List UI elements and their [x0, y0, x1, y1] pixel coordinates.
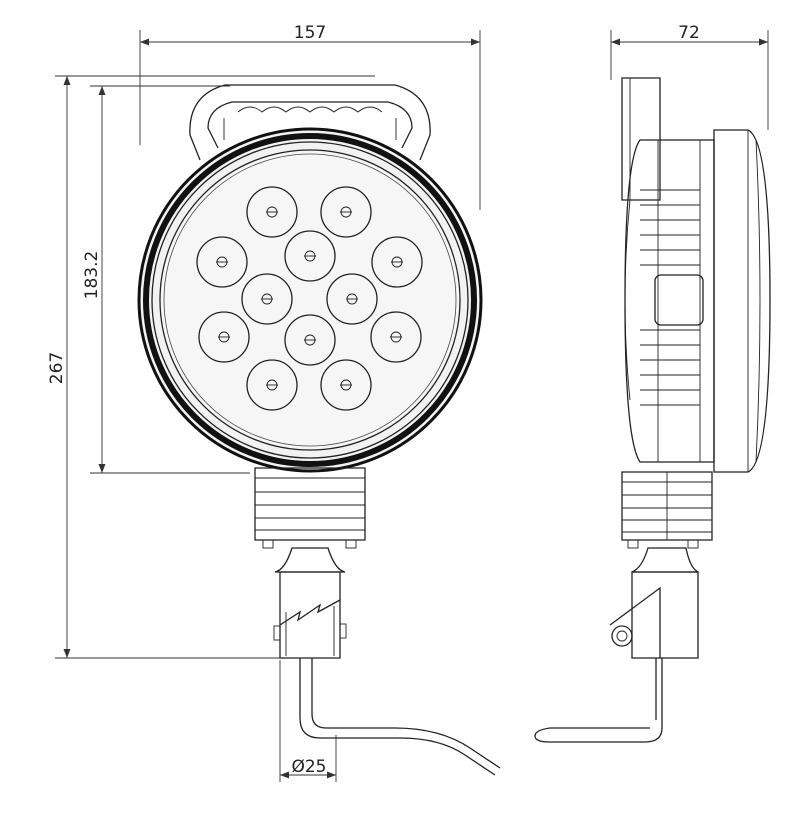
lamp-height-label: 183.2 — [82, 251, 102, 300]
led-lens — [198, 311, 250, 363]
led-lens — [246, 359, 298, 411]
carry-handle — [189, 84, 431, 161]
total-height-label: 267 — [47, 352, 67, 384]
front-bezel-side — [713, 129, 771, 473]
mounting-post-side — [609, 571, 699, 659]
led-lens — [326, 273, 378, 325]
dimension-mount-diameter: Ø25 — [279, 660, 337, 782]
swivel-joint-side — [631, 547, 699, 573]
led-lens — [284, 314, 336, 366]
dimension-width-front: 157 — [139, 23, 481, 210]
side-view — [534, 77, 771, 743]
front-view — [137, 84, 501, 776]
heat-sink — [624, 139, 715, 463]
dimension-depth-side: 72 — [610, 23, 769, 130]
handle-side — [621, 77, 661, 201]
depth-label: 72 — [678, 23, 700, 43]
power-cable — [299, 658, 501, 776]
stem-block-side — [621, 471, 713, 549]
led-lens — [196, 236, 248, 288]
lamp-housing — [137, 127, 483, 473]
width-label: 157 — [294, 23, 326, 43]
led-lens — [320, 186, 372, 238]
led-lens — [284, 230, 336, 282]
led-lens — [320, 359, 372, 411]
mounting-post — [273, 571, 347, 659]
led-array — [196, 186, 423, 411]
led-lens — [370, 311, 422, 363]
led-lens — [241, 273, 293, 325]
stem-block — [254, 467, 366, 549]
dimension-total-height: 267 — [47, 75, 375, 659]
led-lens — [371, 236, 423, 288]
diameter-label: Ø25 — [291, 757, 326, 777]
swivel-joint — [274, 547, 346, 573]
led-lens — [246, 186, 298, 238]
power-cable-side — [534, 658, 663, 743]
dimension-lamp-height: 183.2 — [82, 85, 250, 474]
